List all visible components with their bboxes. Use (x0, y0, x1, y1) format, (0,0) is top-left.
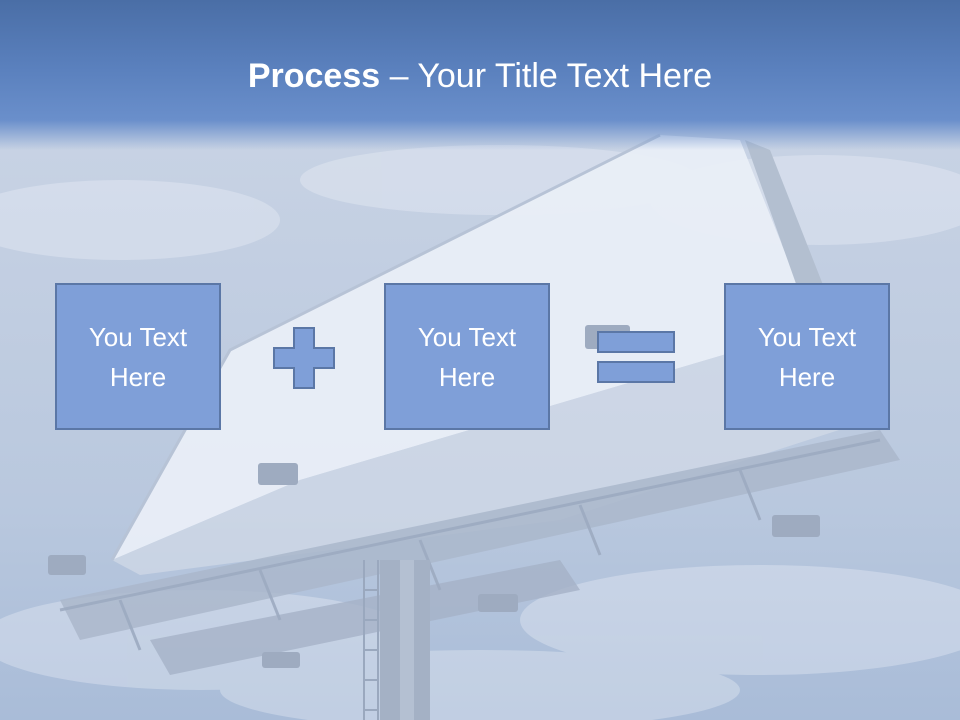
title-rest-text: – Your Title Text Here (380, 57, 713, 95)
process-box-1-text: You Text Here (88, 321, 188, 392)
plus-icon (273, 327, 335, 389)
process-box-2: You Text Here (384, 283, 550, 430)
title-bold-text: Process (247, 57, 381, 95)
slide-title: Process – Your Title Text Here (0, 54, 960, 98)
equals-icon (597, 331, 675, 383)
title-band (0, 0, 960, 150)
process-box-3: You Text Here (724, 283, 890, 430)
process-box-3-text: You Text Here (757, 321, 857, 392)
process-box-2-text: You Text Here (417, 321, 517, 392)
process-box-1: You Text Here (55, 283, 221, 430)
